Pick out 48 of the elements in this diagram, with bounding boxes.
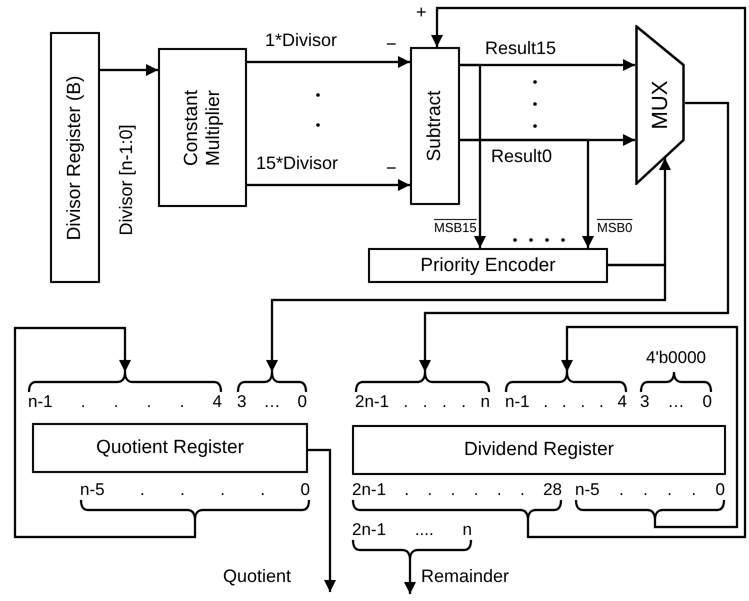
bit-range-label: n-1 . . . . 4 xyxy=(505,392,627,411)
bit-range-label: 2n-1 .... n xyxy=(352,520,472,539)
block-label: Constant Multiplier xyxy=(180,88,224,168)
arrow xyxy=(460,64,486,248)
curly-brace xyxy=(575,500,725,520)
bit-range-label: n-5 . . . . 0 xyxy=(80,480,310,499)
block-label: MUX xyxy=(649,80,671,130)
constant-label: 4'b0000 xyxy=(645,348,707,368)
bit-range-label: n-5 . . . . 0 xyxy=(575,480,725,499)
curly-brace xyxy=(80,500,310,520)
arrow xyxy=(100,64,158,76)
block-label: Subtract xyxy=(424,90,446,164)
arrow xyxy=(460,138,594,248)
register-block xyxy=(50,32,100,283)
arrow xyxy=(247,56,410,68)
arrow xyxy=(308,448,336,592)
register-block xyxy=(368,248,608,283)
curly-brace xyxy=(355,372,490,392)
arrow xyxy=(14,326,196,538)
curly-brace xyxy=(352,500,562,520)
edge-label: Quotient xyxy=(222,566,292,586)
port-label: + xyxy=(416,2,427,22)
curly-brace xyxy=(28,372,222,392)
arrow xyxy=(561,326,738,528)
port-label: − xyxy=(386,158,397,178)
curly-brace xyxy=(505,372,627,392)
mux-trapezoid xyxy=(635,25,685,185)
bit-range-label: 2n-1 . . . . n xyxy=(355,392,490,411)
register-block xyxy=(410,47,460,205)
register-block xyxy=(32,423,308,473)
register-block xyxy=(158,48,247,207)
curly-brace xyxy=(352,540,472,560)
arrow xyxy=(404,560,416,594)
bit-range-label: 3 … 0 xyxy=(640,392,712,412)
bit-range-label: 2n-1 . . . . . . 28 xyxy=(352,480,562,499)
arrow xyxy=(247,179,410,191)
block-label: Divisor Register (B) xyxy=(64,74,86,242)
port-label: − xyxy=(386,34,397,54)
bit-range-label: n-1 . . . . 4 xyxy=(28,392,222,411)
arrow xyxy=(431,6,746,538)
register-block xyxy=(352,425,726,475)
block-label: Quotient Register xyxy=(96,437,244,459)
arrow xyxy=(419,102,730,372)
block-label: Dividend Register xyxy=(464,439,614,461)
arrow xyxy=(266,264,666,372)
block-label: Priority Encoder xyxy=(420,254,556,276)
curly-brace xyxy=(237,372,307,392)
bit-range-label: 3 … 0 xyxy=(237,392,307,411)
